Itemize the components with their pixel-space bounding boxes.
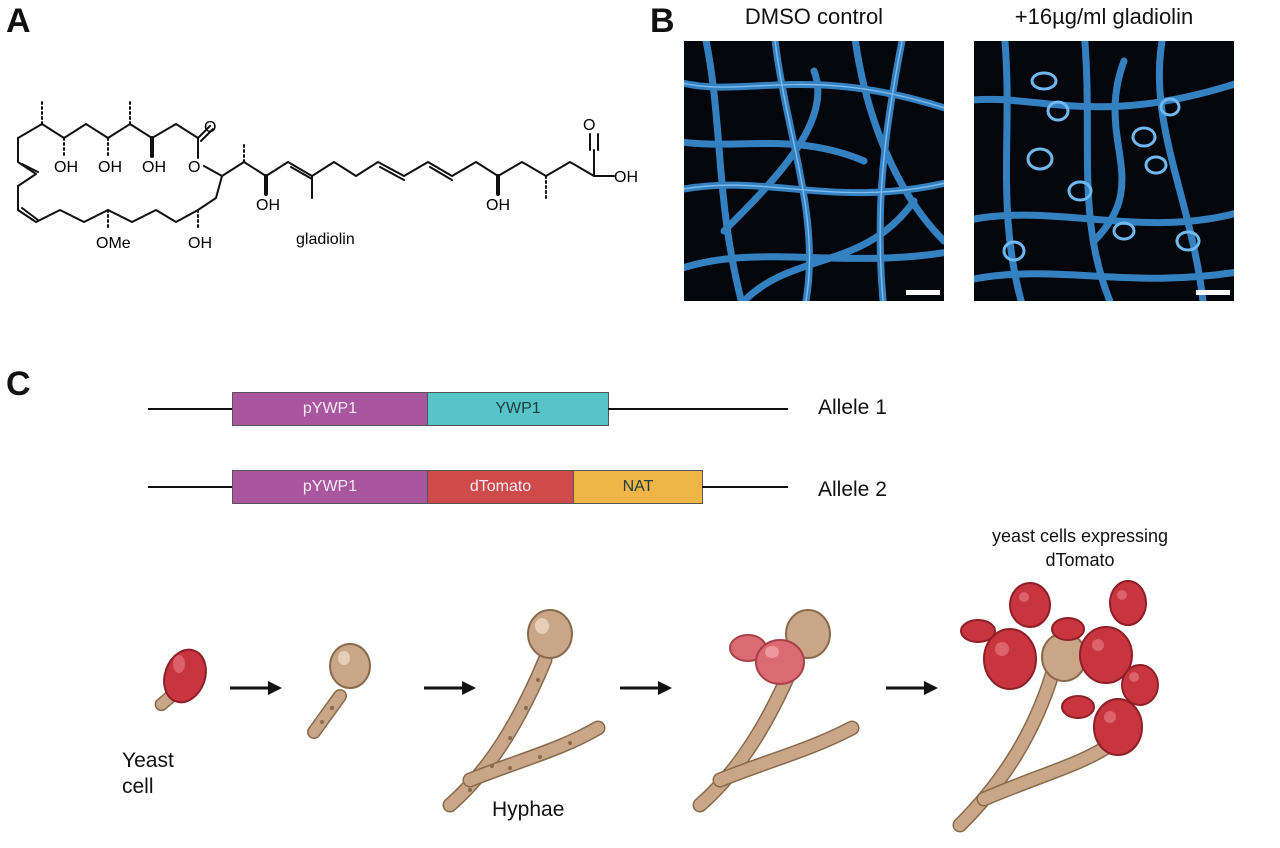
oh-label-1: OH [54,159,78,176]
arrow-icon-1 [230,681,282,695]
budding-stage [692,609,860,813]
gladiolin-micrograph [974,41,1234,301]
acid-o-label: O [583,117,595,134]
arrow-icon-2 [424,681,476,695]
acid-oh-label: OH [614,169,638,186]
scale-bar [1196,290,1230,295]
carbonyl-o-label: O [204,119,216,136]
oh-label-2: OH [98,159,122,176]
expressing-label: yeast cells expressing dTomato [991,526,1169,570]
dmso-control-title: DMSO control [744,4,884,29]
panel-c-letter: C [6,365,31,403]
oh-label-6: OH [486,197,510,214]
allele-2-segment-nat: NAT [573,470,703,504]
ome-label: OMe [96,235,131,252]
allele-2-segment-pywp1: pYWP1 [232,470,428,504]
allele-1-segment-pywp1: pYWP1 [232,392,428,426]
allele-1-flank-right [608,408,788,410]
yeast-cell-stage [154,648,207,712]
hyphae-stage [442,609,606,813]
germ-tube-stage [307,643,371,739]
ring-o-label: O [188,159,200,176]
arrow-icon-3 [620,681,672,695]
oh-label-4: OH [188,235,212,252]
yeast-expressing-stage [952,580,1159,833]
molecule-name: gladiolin [296,231,355,248]
scale-bar [906,290,940,295]
arrow-icon-4 [886,681,938,695]
dmso-micrograph [684,41,944,301]
panel-b-letter: B [650,2,675,40]
oh-label-5: OH [256,197,280,214]
gladiolin-treated-title: +16µg/ml gladiolin [1014,4,1194,29]
oh-label-3: OH [142,159,166,176]
allele-2-flank-right [702,486,788,488]
allele-2-segment-dtomato: dTomato [427,470,574,504]
allele-1-label: Allele 1 [818,396,887,419]
hyphae-label: Hyphae [492,798,565,821]
allele-1-flank-left [148,408,233,410]
gladiolin-structure: O O O OH OH OH OH OMe OH OH OH gladiolin [17,99,638,252]
panel-a-letter: A [6,2,31,40]
yeast-cell-label: Yeast cell [122,749,174,798]
allele-2-flank-left [148,486,233,488]
allele-1-segment-ywp1: YWP1 [427,392,609,426]
allele-2-label: Allele 2 [818,478,887,501]
